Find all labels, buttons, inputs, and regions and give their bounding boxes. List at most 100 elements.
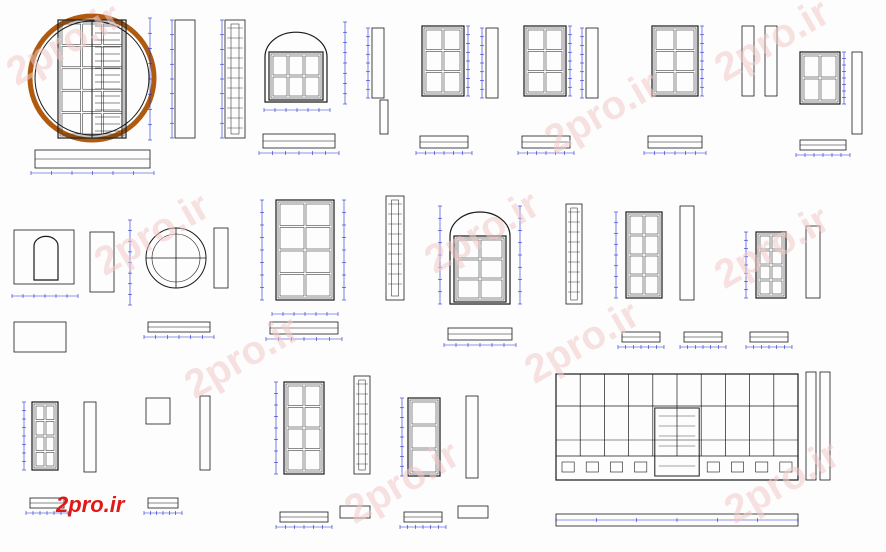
door-panel [425,51,443,71]
door-frame-inner [455,237,505,301]
door-frame-inner [653,27,697,95]
door-panel [644,275,659,295]
door-panel [771,265,783,280]
door-panel [304,450,321,471]
door-jamb-section [199,395,211,471]
door-panel [803,55,820,78]
door-panel [527,51,545,71]
storefront-section [805,371,817,481]
arched-double-door-panels [453,235,507,303]
door-panel [279,250,305,273]
door-panel [279,227,305,250]
door-panel [675,51,695,71]
door-panel [425,29,443,50]
door-panel [272,55,288,76]
door-panel [629,215,644,235]
storefront-kick-panel [585,461,599,473]
glazed-single-door [407,397,441,477]
door-panel [61,23,81,45]
door-panel [545,29,563,50]
door-panel [759,265,771,280]
door-frame-inner [757,233,785,297]
door-panel [655,51,675,71]
door-panel [480,239,503,259]
door-panel [411,425,437,449]
door-panel [457,259,480,279]
door-panel [759,250,771,265]
door-panel [103,23,123,45]
door-panel [629,275,644,295]
door-panel [545,51,563,71]
window-section [764,25,778,97]
door-panel [288,76,304,97]
door-panel [35,452,45,467]
door-panel [35,405,45,420]
door-panel [759,280,771,295]
casement-window-3 [651,25,699,97]
six-panel-door-section [679,205,695,301]
door-panel [272,76,288,97]
window-section [741,25,755,97]
door-panel [103,46,123,68]
section-core [391,199,399,297]
small-window-section [851,51,863,135]
storefront-kick-panel [731,461,744,473]
storefront-kick-panel [561,461,575,473]
door-panel [103,68,123,90]
window-section [485,27,499,99]
casement-window-2 [523,25,567,97]
door-panel [425,72,443,93]
glazed-door [31,401,59,471]
door-panel [443,51,461,71]
arched-window-panels [268,51,324,101]
door-panel [629,235,644,255]
door-panel [304,407,321,428]
door-panel [288,55,304,76]
storefront-section [819,371,831,481]
door-frame-inner [285,383,323,473]
section-core [230,23,240,135]
double-door-section [385,195,405,301]
door-panel [45,421,55,436]
tall-door-section [565,203,583,305]
door-panel [655,29,675,50]
storefront-kick-panel [634,461,648,473]
door-panel [443,72,461,93]
door-panel [644,215,659,235]
round-window-section [174,19,196,139]
four-panel-door-section [805,225,821,299]
door-panel [45,452,55,467]
door-frame-inner [409,399,439,475]
door-panel [480,259,503,279]
door-panel [103,90,123,112]
door-panel [279,203,305,226]
glazed-single-door-section [465,395,479,479]
door-panel [675,72,695,93]
door-panel [61,113,81,135]
door-sill-plan [339,505,371,519]
door-panel [35,421,45,436]
door-panel [411,401,437,425]
door-head-detail [145,397,171,425]
door-panel [287,407,304,428]
door-panel [527,72,545,93]
door-panel [304,385,321,406]
arched-opening [33,235,59,281]
door-frame-inner [423,27,463,95]
four-panel-door [755,231,787,299]
door-panel [771,280,783,295]
door-panel [61,90,81,112]
round-window-frame [27,13,157,143]
arched-double-door [449,211,511,305]
door-panel [457,239,480,259]
panel-door-tall [283,381,325,475]
window-plan-detail [13,321,67,353]
glazed-door-section [83,401,97,473]
door-panel [443,29,461,50]
door-panel [305,274,331,297]
door-panel [45,405,55,420]
door-panel [771,235,783,250]
door-frame-inner [627,213,661,297]
window-section [371,27,385,99]
door-panel [61,46,81,68]
